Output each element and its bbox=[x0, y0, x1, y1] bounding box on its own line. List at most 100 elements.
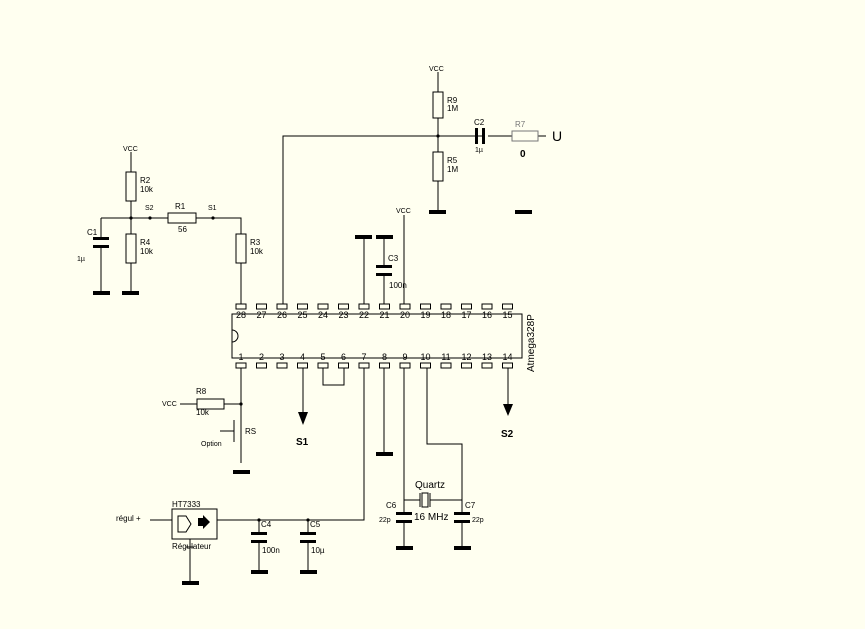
top-pin-label: 20 bbox=[400, 310, 410, 320]
r1-name: R1 bbox=[175, 202, 186, 211]
top-pin-label: 27 bbox=[256, 310, 266, 320]
chip-notch bbox=[231, 329, 239, 343]
s1-arrow bbox=[298, 412, 308, 425]
u-label: U bbox=[552, 128, 562, 144]
c5-name: C5 bbox=[310, 520, 321, 529]
r8-name: R8 bbox=[196, 387, 207, 396]
s2-arrow bbox=[503, 404, 513, 416]
option-label: Option bbox=[201, 441, 222, 448]
bottom-pin-12 bbox=[461, 362, 472, 369]
node-s1-dot bbox=[211, 216, 215, 220]
top-pin-20 bbox=[399, 303, 411, 310]
ground-c6 bbox=[396, 546, 413, 550]
capacitor-c3-plate-b bbox=[376, 273, 392, 276]
capacitor-c2-plate-a bbox=[475, 128, 478, 144]
regulator-name: HT7333 bbox=[172, 500, 201, 509]
top-pin-label: 25 bbox=[297, 310, 307, 320]
ground-regulator bbox=[182, 581, 199, 585]
labels: VCC VCC VCC VCC S2 S1 S1 S2 U 0 bbox=[123, 66, 562, 448]
node-s1-label: S1 bbox=[208, 205, 217, 212]
ground-c7 bbox=[454, 546, 471, 550]
ground-symbols bbox=[93, 210, 532, 585]
ground-r5 bbox=[429, 210, 446, 214]
bottom-pin-label: 12 bbox=[461, 352, 471, 362]
regulator-label: Régulateur bbox=[172, 542, 211, 551]
regul-input-label: régul + bbox=[116, 514, 141, 523]
top-pin-label: 21 bbox=[379, 310, 389, 320]
bottom-pin-5 bbox=[317, 362, 329, 369]
bottom-pin-2 bbox=[256, 362, 267, 369]
resistor-r5 bbox=[432, 151, 444, 182]
chip-name: Atmega328P bbox=[526, 314, 537, 372]
capacitor-c6-plate-b bbox=[396, 520, 412, 523]
capacitor-c7-plate-a bbox=[454, 512, 470, 515]
capacitor-c2-plate-b bbox=[482, 128, 485, 144]
output-arrows bbox=[298, 404, 513, 425]
bottom-pin-9 bbox=[399, 362, 411, 369]
c3-value: 100n bbox=[389, 281, 407, 290]
top-pin-19 bbox=[420, 303, 431, 310]
bottom-pin-14 bbox=[502, 362, 513, 369]
regulator-solid-arrow bbox=[198, 515, 210, 529]
c4-name: C4 bbox=[261, 520, 272, 529]
quartz-body bbox=[421, 492, 429, 508]
wires bbox=[100, 72, 546, 582]
resistor-r3 bbox=[235, 233, 247, 264]
output-s1-label: S1 bbox=[296, 437, 309, 448]
bottom-pin-7 bbox=[358, 362, 370, 369]
vcc-r2: VCC bbox=[123, 146, 138, 153]
top-pin-label: 16 bbox=[482, 310, 492, 320]
resistor-r2 bbox=[125, 171, 137, 202]
capacitor-c4-plate-a bbox=[251, 532, 267, 535]
resistor-r9 bbox=[432, 91, 444, 119]
vcc-pin20: VCC bbox=[396, 208, 411, 215]
ground-zero bbox=[515, 210, 532, 214]
bottom-pin-11 bbox=[440, 362, 452, 369]
top-pin-label: 22 bbox=[359, 310, 369, 320]
top-pin-18 bbox=[440, 303, 452, 310]
reset-switch: RS Option bbox=[201, 420, 256, 448]
bottom-pin-label: 9 bbox=[402, 352, 407, 362]
output-s2-label: S2 bbox=[501, 429, 514, 440]
quartz-label: Quartz bbox=[415, 480, 445, 491]
c6-value: 22p bbox=[379, 517, 391, 524]
top-pin-28 bbox=[235, 303, 247, 310]
c3-name: C3 bbox=[388, 254, 399, 263]
r9-value: 1M bbox=[447, 104, 458, 113]
bottom-pin-label: 1 bbox=[238, 352, 243, 362]
c7-name: C7 bbox=[465, 501, 476, 510]
r3-value: 10k bbox=[250, 247, 264, 256]
capacitor-c1-plate-b bbox=[93, 245, 109, 248]
r7-name: R7 bbox=[515, 120, 526, 129]
ground-pin8 bbox=[376, 452, 393, 456]
top-pin-26 bbox=[276, 303, 288, 310]
top-pin-15 bbox=[502, 303, 513, 310]
capacitor-c1-plate-a bbox=[93, 237, 109, 240]
top-pin-label: 26 bbox=[277, 310, 287, 320]
top-pin-label: 15 bbox=[502, 310, 512, 320]
chip-body bbox=[231, 313, 523, 359]
bottom-pin-label: 5 bbox=[320, 352, 325, 362]
top-pin-16 bbox=[481, 303, 493, 310]
capacitor-c5-plate-b bbox=[300, 540, 316, 543]
bottom-pin-label: 10 bbox=[420, 352, 430, 362]
r4-value: 10k bbox=[140, 247, 154, 256]
top-pin-25 bbox=[297, 303, 308, 310]
r5-value: 1M bbox=[447, 165, 458, 174]
regulator: HT7333 Régulateur régul + bbox=[116, 500, 218, 551]
ground-reset bbox=[233, 470, 250, 474]
ground-c3 bbox=[376, 235, 393, 239]
ground-r4 bbox=[122, 291, 139, 295]
r9-name: R9 bbox=[447, 96, 458, 105]
zero-label: 0 bbox=[520, 149, 526, 160]
node-s2-dot bbox=[148, 216, 152, 220]
c7-value: 22p bbox=[472, 517, 484, 524]
capacitor-c3-plate-a bbox=[376, 265, 392, 268]
top-pin-17 bbox=[461, 303, 472, 310]
resistor-r8 bbox=[196, 398, 225, 410]
r3-name: R3 bbox=[250, 238, 261, 247]
r1-value: 56 bbox=[178, 225, 187, 234]
bottom-pin-label: 3 bbox=[279, 352, 284, 362]
resistor-r1 bbox=[167, 212, 197, 224]
